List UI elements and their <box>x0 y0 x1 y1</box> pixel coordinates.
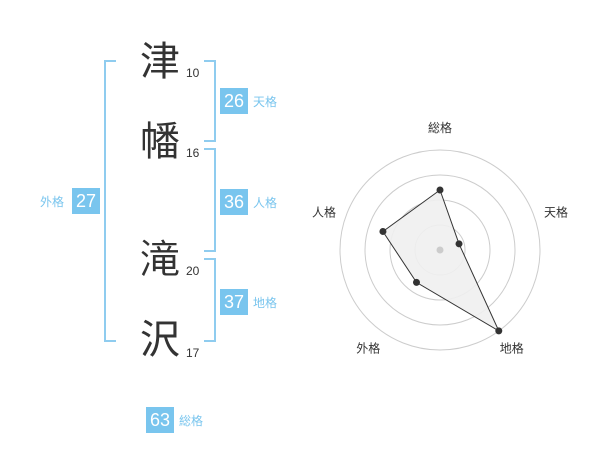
radar-point <box>379 227 387 235</box>
stroke-count-4: 17 <box>186 346 200 360</box>
chikaku-label: 地格 <box>253 296 278 310</box>
name-char-4: 沢 <box>140 317 180 363</box>
tenkaku-label: 天格 <box>253 95 278 109</box>
stroke-count-2: 16 <box>186 146 200 160</box>
gaikaku-label: 外格 <box>40 195 65 209</box>
name-char-3: 滝 <box>140 237 180 283</box>
radar-point <box>412 278 420 286</box>
soukaku-value: 63 <box>146 407 174 433</box>
radar-point <box>455 240 463 248</box>
radar-axis-label: 地格 <box>500 341 524 356</box>
tenkaku-bracket <box>204 60 216 142</box>
jinkaku-value: 36 <box>220 189 248 215</box>
jinkaku-bracket <box>204 148 216 252</box>
radar-axis-label: 人格 <box>312 204 336 219</box>
soukaku-label: 総格 <box>179 414 204 428</box>
jinkaku-label: 人格 <box>253 196 278 210</box>
stroke-count-3: 20 <box>186 264 200 278</box>
radar-axis-label: 天格 <box>544 204 568 219</box>
chikaku-value: 37 <box>220 289 248 315</box>
name-char-1: 津 <box>140 39 180 85</box>
radar-axis-label: 外格 <box>356 341 380 356</box>
radar-points <box>379 186 503 335</box>
stroke-count-1: 10 <box>186 66 200 80</box>
gaikaku-bracket <box>104 60 116 342</box>
name-char-2: 幡 <box>140 119 180 165</box>
radar-center-dot <box>436 246 444 254</box>
radar-point <box>436 186 444 194</box>
gaikaku-value: 27 <box>72 188 100 214</box>
radar-point <box>495 327 503 335</box>
radar-axis-label: 総格 <box>428 120 452 135</box>
radar-polygon <box>382 189 500 333</box>
chikaku-bracket <box>204 258 216 342</box>
tenkaku-value: 26 <box>220 88 248 114</box>
